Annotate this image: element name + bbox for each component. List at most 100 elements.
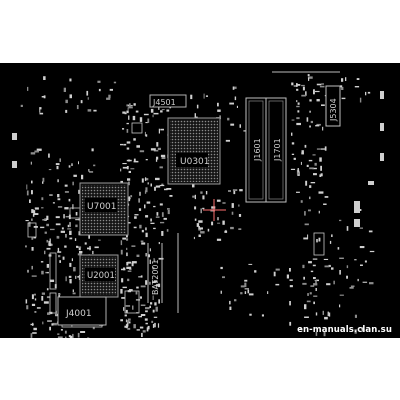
smd-pad xyxy=(313,301,315,305)
smd-pad xyxy=(160,110,163,113)
smd-pad xyxy=(313,277,316,280)
smd-pad xyxy=(140,304,146,306)
smd-pad xyxy=(163,217,167,220)
smd-pad xyxy=(65,276,67,282)
smd-pad xyxy=(354,314,357,318)
smd-pad xyxy=(166,188,172,190)
smd-pad xyxy=(41,197,44,201)
smd-pad xyxy=(52,322,57,326)
smd-pad xyxy=(42,181,44,184)
smd-pad xyxy=(33,210,36,215)
component-outline xyxy=(313,232,325,256)
smd-pad xyxy=(301,84,305,87)
smd-pad xyxy=(126,262,129,266)
smd-pad xyxy=(133,226,137,229)
smd-pad xyxy=(27,269,29,273)
smd-pad xyxy=(240,285,245,288)
smd-pad xyxy=(297,102,300,105)
smd-pad xyxy=(167,210,170,215)
smd-pad xyxy=(61,227,64,230)
smd-pad xyxy=(36,148,42,151)
smd-pad xyxy=(49,238,51,242)
smd-pad xyxy=(308,209,311,212)
smd-pad xyxy=(42,219,46,221)
smd-pad xyxy=(359,227,363,229)
smd-pad xyxy=(57,333,60,335)
smd-pad xyxy=(161,156,166,159)
smd-pad xyxy=(125,305,131,307)
smd-pad xyxy=(56,166,59,170)
smd-pad xyxy=(312,264,316,267)
smd-pad xyxy=(194,206,197,210)
smd-pad xyxy=(160,154,166,157)
smd-pad xyxy=(75,224,78,228)
smd-pad xyxy=(306,117,309,122)
smd-pad xyxy=(198,234,201,237)
smd-pad xyxy=(46,215,49,220)
smd-pad xyxy=(65,216,70,218)
smd-pad xyxy=(167,208,170,210)
smd-pad xyxy=(316,123,321,126)
smd-pad xyxy=(222,202,226,204)
smd-pad xyxy=(337,247,340,250)
smd-pad xyxy=(198,226,200,231)
smd-pad xyxy=(291,119,295,121)
smd-pad xyxy=(98,239,101,241)
smd-pad xyxy=(190,94,193,100)
smd-pad xyxy=(78,161,79,165)
smd-pad xyxy=(127,270,132,272)
smd-pad xyxy=(315,280,317,284)
smd-pad xyxy=(154,322,156,328)
smd-pad xyxy=(199,227,203,230)
smd-pad xyxy=(194,194,196,200)
smd-pad xyxy=(126,129,129,133)
smd-pad xyxy=(46,288,49,291)
connector-j4001: J4001 xyxy=(57,296,107,326)
smd-pad xyxy=(58,293,60,298)
smd-pad xyxy=(139,191,141,196)
pcb-layout: U0301 U7001 U2001 J4001 J4501 xyxy=(12,71,384,338)
smd-pad xyxy=(240,292,243,295)
smd-pad xyxy=(60,329,63,331)
smd-pad xyxy=(302,282,307,285)
smd-pad xyxy=(144,318,148,321)
component-outline xyxy=(124,290,140,314)
smd-pad xyxy=(329,240,332,244)
smd-pad xyxy=(293,85,297,87)
smd-pad xyxy=(364,260,367,263)
smd-pad xyxy=(154,302,157,306)
smd-pad xyxy=(72,181,74,186)
smd-pad xyxy=(138,198,140,203)
smd-pad xyxy=(59,260,61,263)
smd-pad xyxy=(309,99,312,102)
chip-u7001: U7001 xyxy=(79,182,129,236)
smd-pad xyxy=(289,268,291,272)
smd-pad xyxy=(147,254,150,258)
smd-pad xyxy=(304,316,309,318)
smd-pad xyxy=(275,268,280,271)
smd-pad xyxy=(230,226,234,230)
smd-pad xyxy=(152,281,156,283)
smd-pad xyxy=(320,165,322,171)
smd-pad xyxy=(142,330,146,333)
smd-pad xyxy=(217,217,219,221)
smd-pad xyxy=(32,322,34,326)
smd-pad xyxy=(139,150,145,153)
smd-pad xyxy=(326,283,331,286)
smd-pad xyxy=(356,78,360,80)
smd-pad xyxy=(301,94,306,97)
smd-pad xyxy=(333,280,335,285)
smd-pad xyxy=(328,264,331,267)
chip-u0301: U0301 xyxy=(167,117,221,185)
smd-pad xyxy=(159,203,163,206)
smd-pad xyxy=(121,268,126,271)
smd-pad xyxy=(126,247,128,250)
smd-pad xyxy=(310,270,314,273)
smd-pad xyxy=(34,298,37,301)
smd-pad xyxy=(296,117,300,120)
smd-pad xyxy=(124,314,127,317)
smd-pad xyxy=(78,189,80,194)
smd-pad xyxy=(244,282,247,288)
smd-pad xyxy=(133,324,136,329)
smd-pad xyxy=(145,280,148,285)
